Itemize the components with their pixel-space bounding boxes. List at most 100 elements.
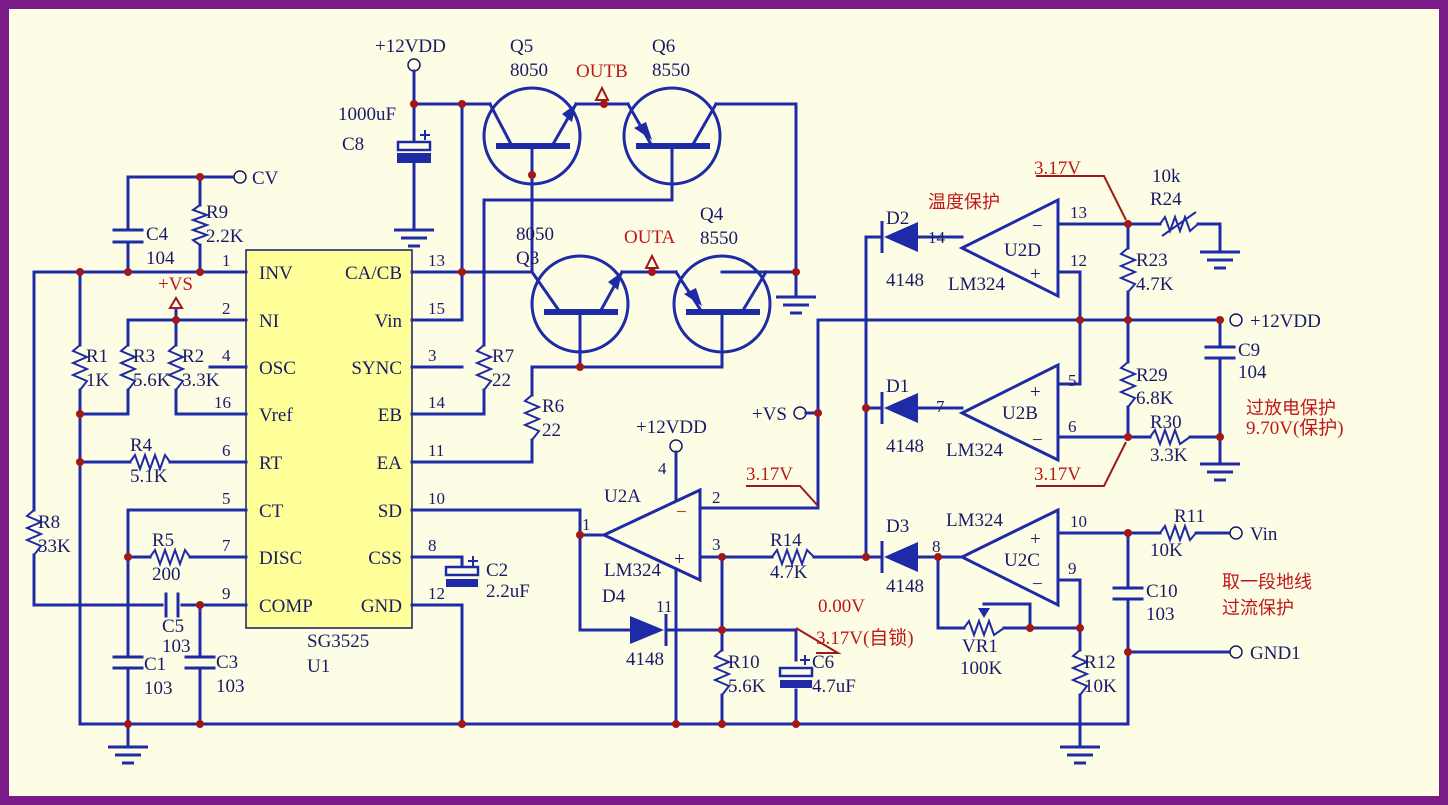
q5-label: Q5 — [510, 36, 533, 57]
r4-label: R4 — [130, 435, 153, 456]
transistor-q5 — [482, 86, 582, 186]
resistor-r5 — [149, 547, 191, 567]
r29-value: 6.8K — [1136, 388, 1174, 409]
svg-text:−: − — [1032, 216, 1043, 237]
component-labels: CV +VS C4 104 R9 2.2K R1 1K R3 5.6K R2 3… — [38, 36, 1344, 699]
c5-label: C5 — [162, 616, 184, 637]
lm324-d-label: LM324 — [948, 274, 1006, 295]
svg-text:+: + — [1030, 382, 1041, 403]
u2a-pin1: 1 — [582, 515, 591, 534]
r5-value: 200 — [152, 564, 181, 585]
r10-label: R10 — [728, 652, 760, 673]
r4-value: 5.1K — [130, 466, 168, 487]
pin-name-r1: Vin — [375, 311, 403, 332]
outb-label: OUTB — [576, 61, 628, 82]
voltage-0v: 0.00V — [818, 596, 865, 617]
resistor-r7 — [474, 344, 494, 391]
vin-terminal — [1229, 526, 1243, 540]
potentiometer-vr1 — [963, 618, 1005, 638]
transistor-q4 — [672, 254, 772, 354]
r1-label: R1 — [86, 346, 108, 367]
pin-name-l6: DISC — [259, 548, 302, 569]
pin-num-l7: 9 — [222, 584, 231, 603]
capacitor-c10 — [1112, 586, 1144, 601]
u2a-pin11: 11 — [656, 597, 672, 616]
resistor-r6 — [522, 394, 542, 441]
pin-num-l5: 5 — [222, 489, 231, 508]
resistor-r11 — [1159, 523, 1197, 543]
u2a-pin4: 4 — [658, 459, 667, 478]
pin-name-l3: Vref — [259, 405, 293, 426]
junction-dots — [76, 100, 1224, 728]
svg-text:+: + — [674, 549, 685, 570]
opamp-u2d: − + — [958, 197, 1060, 299]
pin-num-l6: 7 — [222, 536, 231, 555]
r29-label: R29 — [1136, 365, 1168, 386]
vs-terminal-mid — [793, 406, 807, 420]
r30-label: R30 — [1150, 412, 1182, 433]
u2d-pin12: 12 — [1070, 251, 1087, 270]
u2a-pin2: 2 — [712, 488, 721, 507]
outa-arrow — [644, 253, 660, 269]
r3-value: 5.6K — [133, 370, 171, 391]
vdd-terminal-right — [1229, 313, 1243, 327]
ground-symbol-transistors — [776, 295, 816, 315]
ground-symbol-r12 — [1060, 745, 1100, 765]
voltage-leader-lines — [746, 175, 1127, 654]
voltage-317-d: 3.17V — [1034, 158, 1081, 179]
vr1-value: 100K — [960, 658, 1003, 679]
pin-name-l7: COMP — [259, 596, 313, 617]
svg-text:−: − — [1032, 574, 1043, 595]
c2-label: C2 — [486, 560, 508, 581]
current-protection-line1: 取一段地线 — [1222, 572, 1312, 593]
r9-label: R9 — [206, 202, 228, 223]
ground-symbol-c8 — [394, 228, 434, 248]
pin-num-r0: 13 — [428, 251, 445, 270]
r8-value: 33K — [38, 536, 71, 557]
chip-part-name: SG3525 — [307, 631, 369, 652]
resistor-r10 — [712, 649, 732, 696]
capacitor-c6 — [778, 655, 814, 688]
c10-value: 103 — [1146, 604, 1175, 625]
capacitor-c5 — [164, 592, 180, 618]
resistor-r14 — [771, 547, 815, 567]
r7-label: R7 — [492, 346, 514, 367]
d2-value: 4148 — [886, 270, 924, 291]
r7-value: 22 — [492, 370, 511, 391]
chip-left-pins — [126, 270, 248, 607]
outa-label: OUTA — [624, 227, 676, 248]
c6-value: 4.7uF — [812, 676, 856, 697]
pin-name-l4: RT — [259, 453, 283, 474]
resistor-r8 — [24, 509, 44, 556]
pin-num-r7: 12 — [428, 584, 445, 603]
u2c-pin8: 8 — [932, 537, 941, 556]
protection-wiring — [804, 222, 1232, 747]
c4-value: 104 — [146, 248, 175, 269]
resistor-r4 — [129, 452, 171, 472]
vs-arrow-top — [168, 296, 184, 309]
pin-num-l0: 1 — [222, 251, 231, 270]
resistor-r29 — [1118, 361, 1138, 408]
pin-num-r2: 3 — [428, 346, 437, 365]
vs-top-label: +VS — [158, 274, 193, 295]
r3-label: R3 — [133, 346, 155, 367]
over-discharge-voltage: 9.70V(保护) — [1246, 417, 1344, 439]
current-protection-line2: 过流保护 — [1222, 598, 1294, 619]
vdd-top-label: +12VDD — [375, 36, 446, 57]
r6-label: R6 — [542, 396, 564, 417]
q4-label: Q4 — [700, 204, 724, 225]
d4-label: D4 — [602, 586, 626, 607]
transistor-q6 — [622, 86, 722, 186]
diode-d4 — [630, 614, 668, 646]
c6-label: C6 — [812, 652, 834, 673]
r2-value: 3.3K — [182, 370, 220, 391]
transistor-q3 — [529, 254, 630, 354]
pin-name-l1: NI — [259, 311, 279, 332]
d3-label: D3 — [886, 516, 909, 537]
r14-label: R14 — [770, 530, 802, 551]
c2-value: 2.2uF — [486, 581, 530, 602]
svg-text:−: − — [1032, 430, 1043, 451]
c1-value: 103 — [144, 678, 173, 699]
svg-text:−: − — [676, 502, 687, 523]
